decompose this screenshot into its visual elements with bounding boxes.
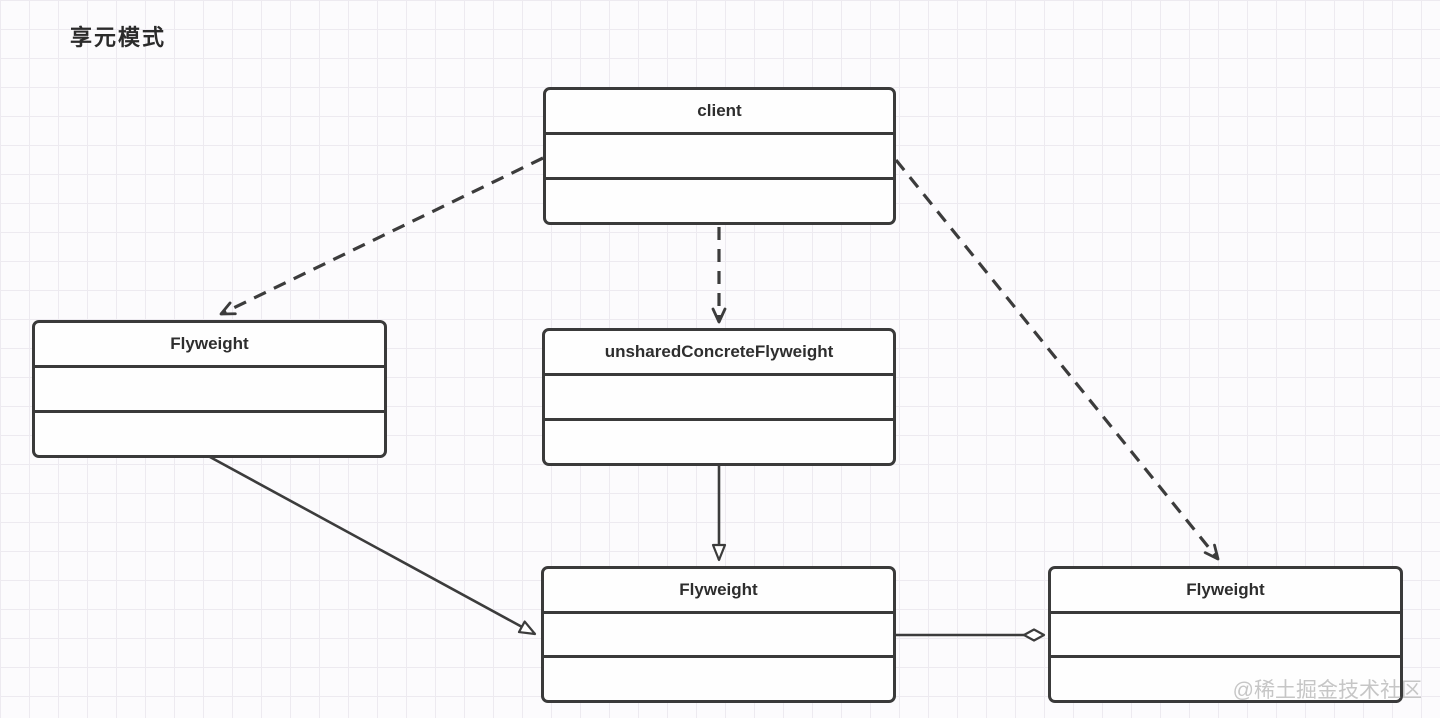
- class-box-flyweight-right: Flyweight: [1048, 566, 1403, 703]
- class-methods-compartment: [545, 421, 893, 463]
- class-title: Flyweight: [35, 323, 384, 368]
- class-box-unshared-concrete-flyweight: unsharedConcreteFlyweight: [542, 328, 896, 466]
- dependency-edge-client-to-flyweight-left: [219, 156, 544, 316]
- class-box-flyweight-bottom: Flyweight: [541, 566, 896, 703]
- class-methods-compartment: [35, 413, 384, 455]
- class-box-client: client: [543, 87, 896, 225]
- class-attributes-compartment: [35, 368, 384, 413]
- class-title: Flyweight: [1051, 569, 1400, 614]
- class-title: client: [546, 90, 893, 135]
- diagram-title: 享元模式: [70, 25, 167, 50]
- class-attributes-compartment: [546, 135, 893, 180]
- class-title: Flyweight: [544, 569, 893, 614]
- watermark-text: @稀土掘金技术社区: [1232, 679, 1422, 702]
- class-box-flyweight-left: Flyweight: [32, 320, 387, 458]
- class-attributes-compartment: [544, 614, 893, 659]
- class-title: unsharedConcreteFlyweight: [545, 331, 893, 376]
- class-methods-compartment: [544, 658, 893, 700]
- class-attributes-compartment: [545, 376, 893, 421]
- class-methods-compartment: [546, 180, 893, 222]
- generalization-edge-flyweight-left-to-flyweight-bottom: [209, 455, 537, 636]
- class-attributes-compartment: [1051, 614, 1400, 659]
- dependency-edge-client-to-flyweight-right: [894, 158, 1220, 561]
